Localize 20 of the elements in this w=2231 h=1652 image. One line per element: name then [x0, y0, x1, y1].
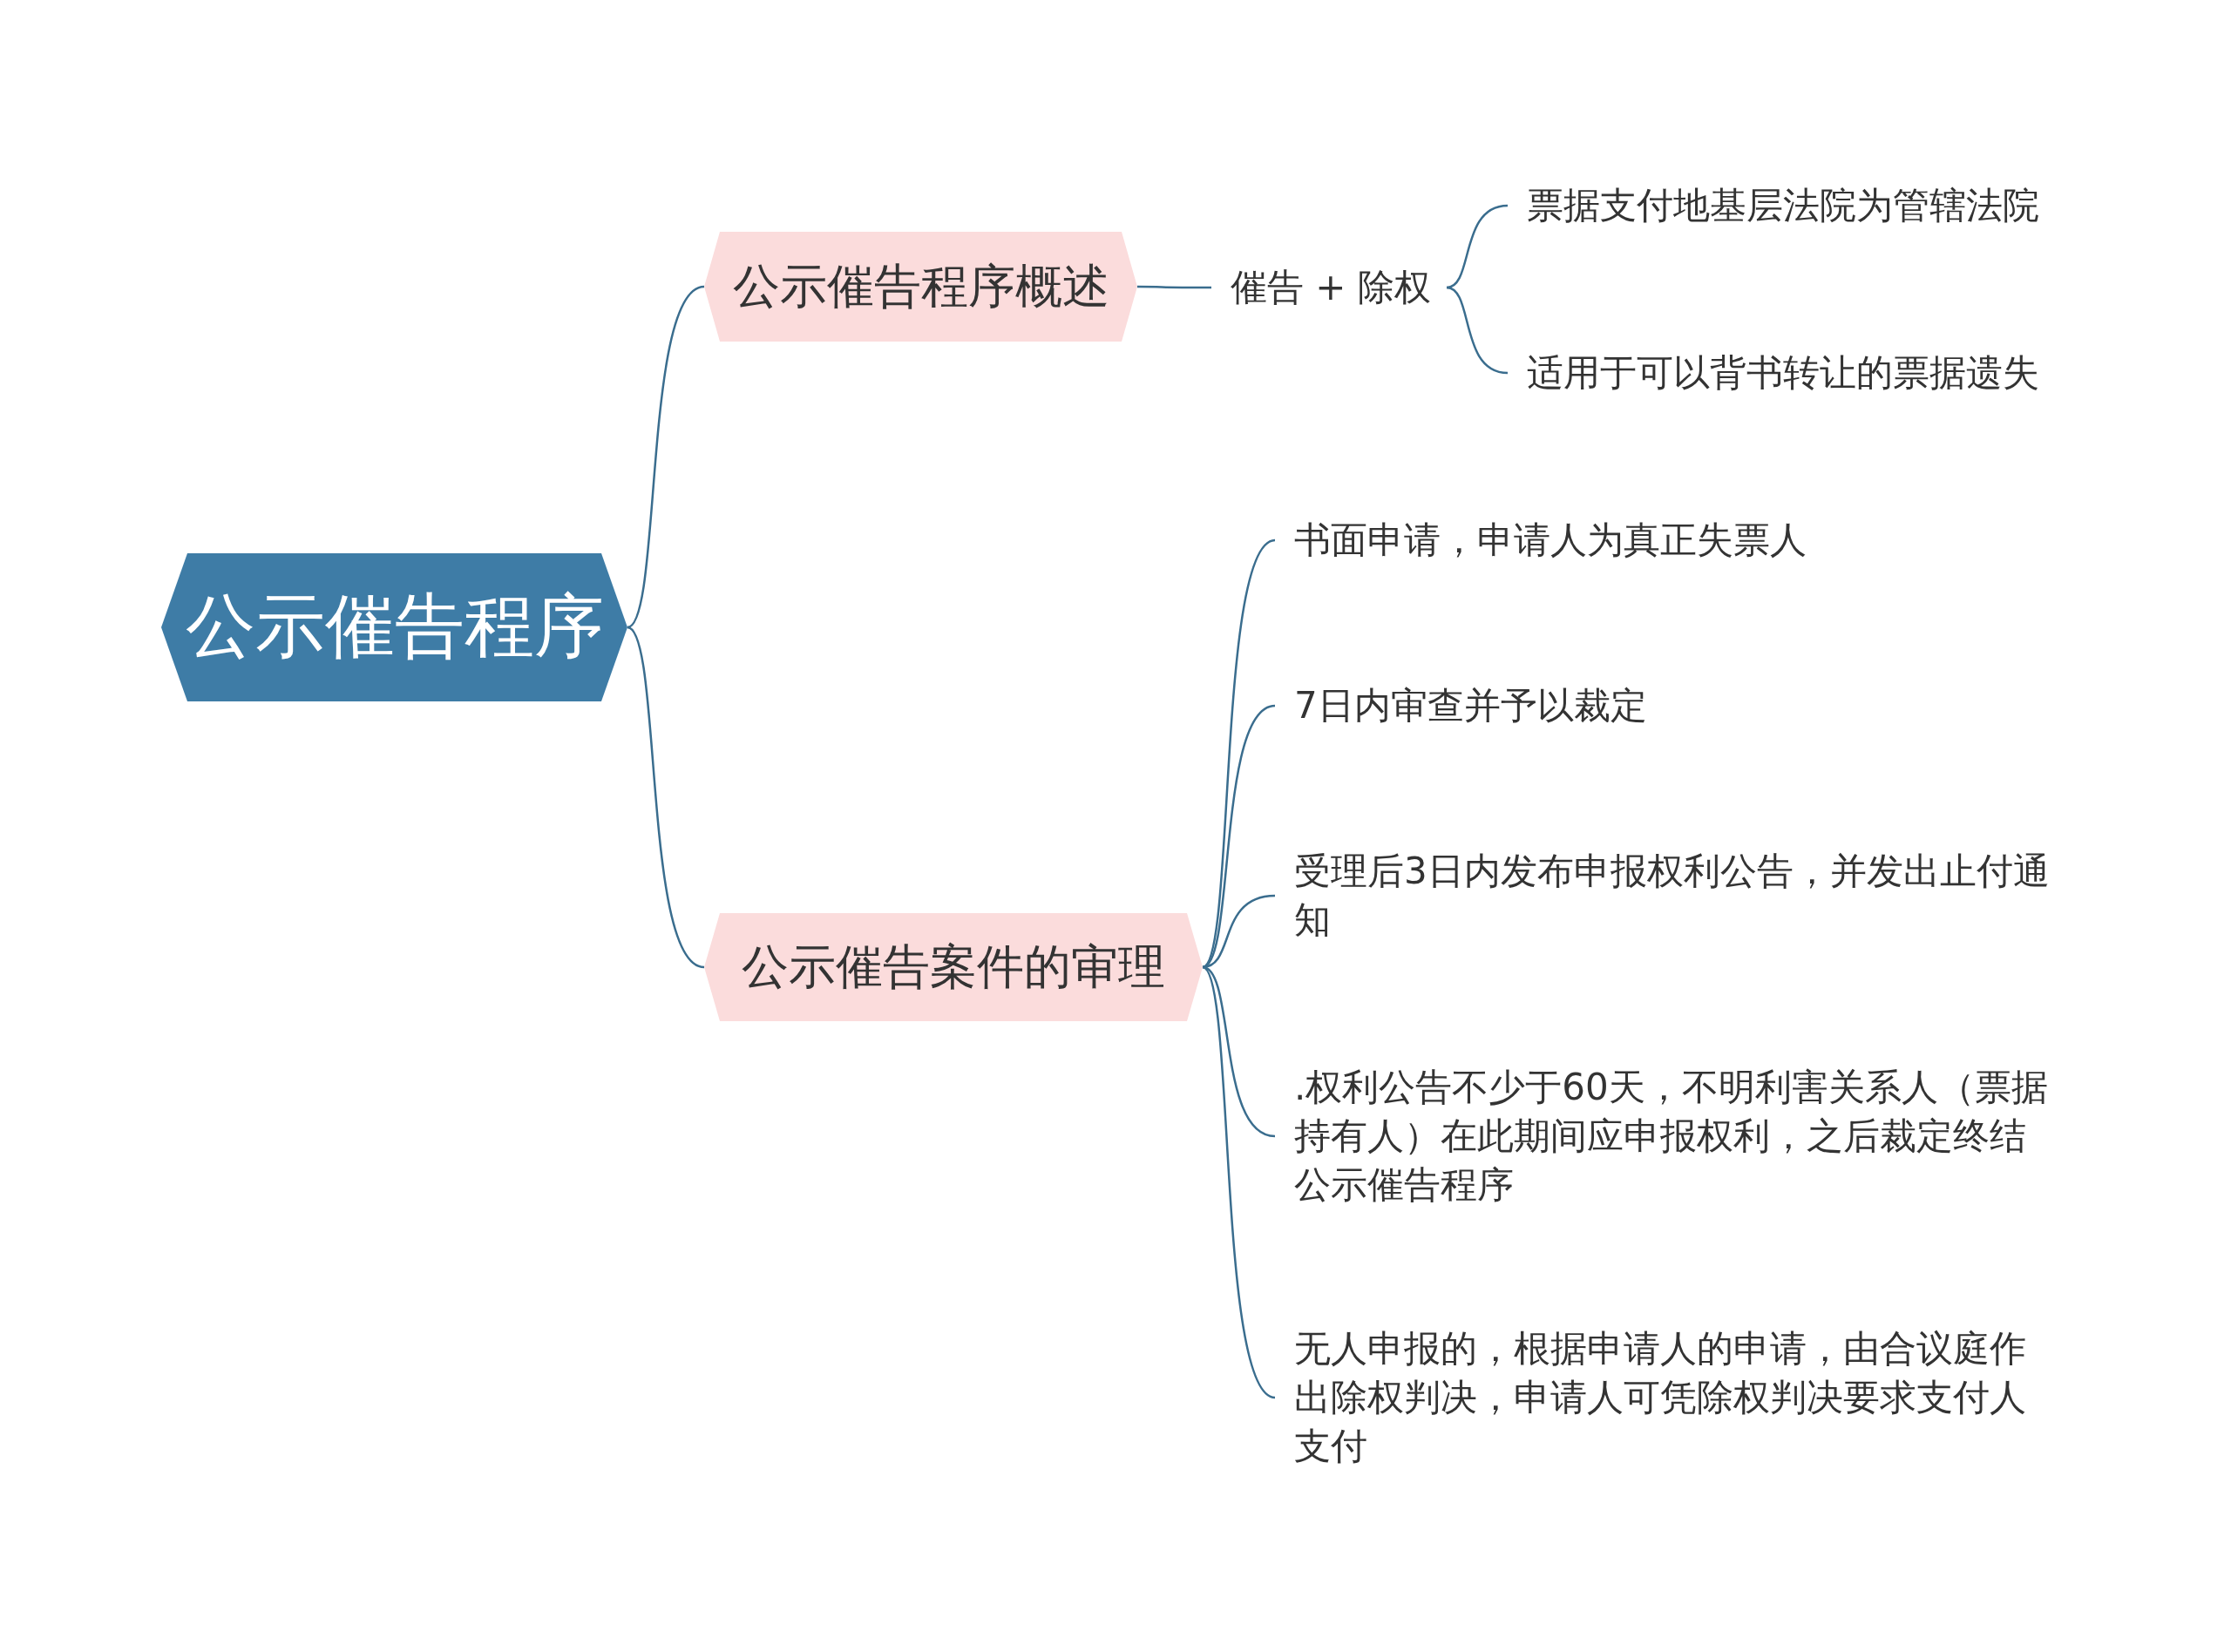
connector-line [1202, 894, 1276, 969]
leaf-text: 票据支付地基层法院为管辖法院 [1508, 181, 2118, 230]
connector-line [1137, 285, 1211, 289]
connector-line [1446, 286, 1509, 375]
subtopic-box: 公示催告案件的审理 [704, 913, 1203, 1021]
leaf-text: 7日内审查并予以裁定 [1275, 681, 2059, 730]
connector-line [1202, 704, 1276, 968]
connector-line [1202, 965, 1276, 1138]
connector-line [1446, 204, 1509, 289]
connector-line [1202, 966, 1276, 1399]
leaf-text: 催告 + 除权 [1211, 263, 1447, 312]
leaf-text: 适用于可以背书转让的票据遗失 [1508, 349, 2118, 397]
leaf-text: 书面申请，申请人为真正失票人 [1275, 516, 2059, 565]
subtopic-box: 公示催告程序概述 [704, 232, 1137, 342]
connector-line [627, 285, 705, 628]
central-topic-box: 公示催告程序 [161, 553, 627, 701]
connector-line [627, 626, 705, 969]
leaf-text: 无人申报的，根据申请人的申请，由合议庭作出除权判决，申请人可凭除权判决要求支付人支付 [1275, 1324, 2059, 1471]
leaf-text: .权利公告不少于60天，不明利害关系人（票据持有人）在此期间应申报权利，之后裁定终结公示催告程序 [1275, 1063, 2059, 1209]
leaf-text: 受理后3日内发布申报权利公告，并发出止付通知 [1275, 847, 2059, 944]
